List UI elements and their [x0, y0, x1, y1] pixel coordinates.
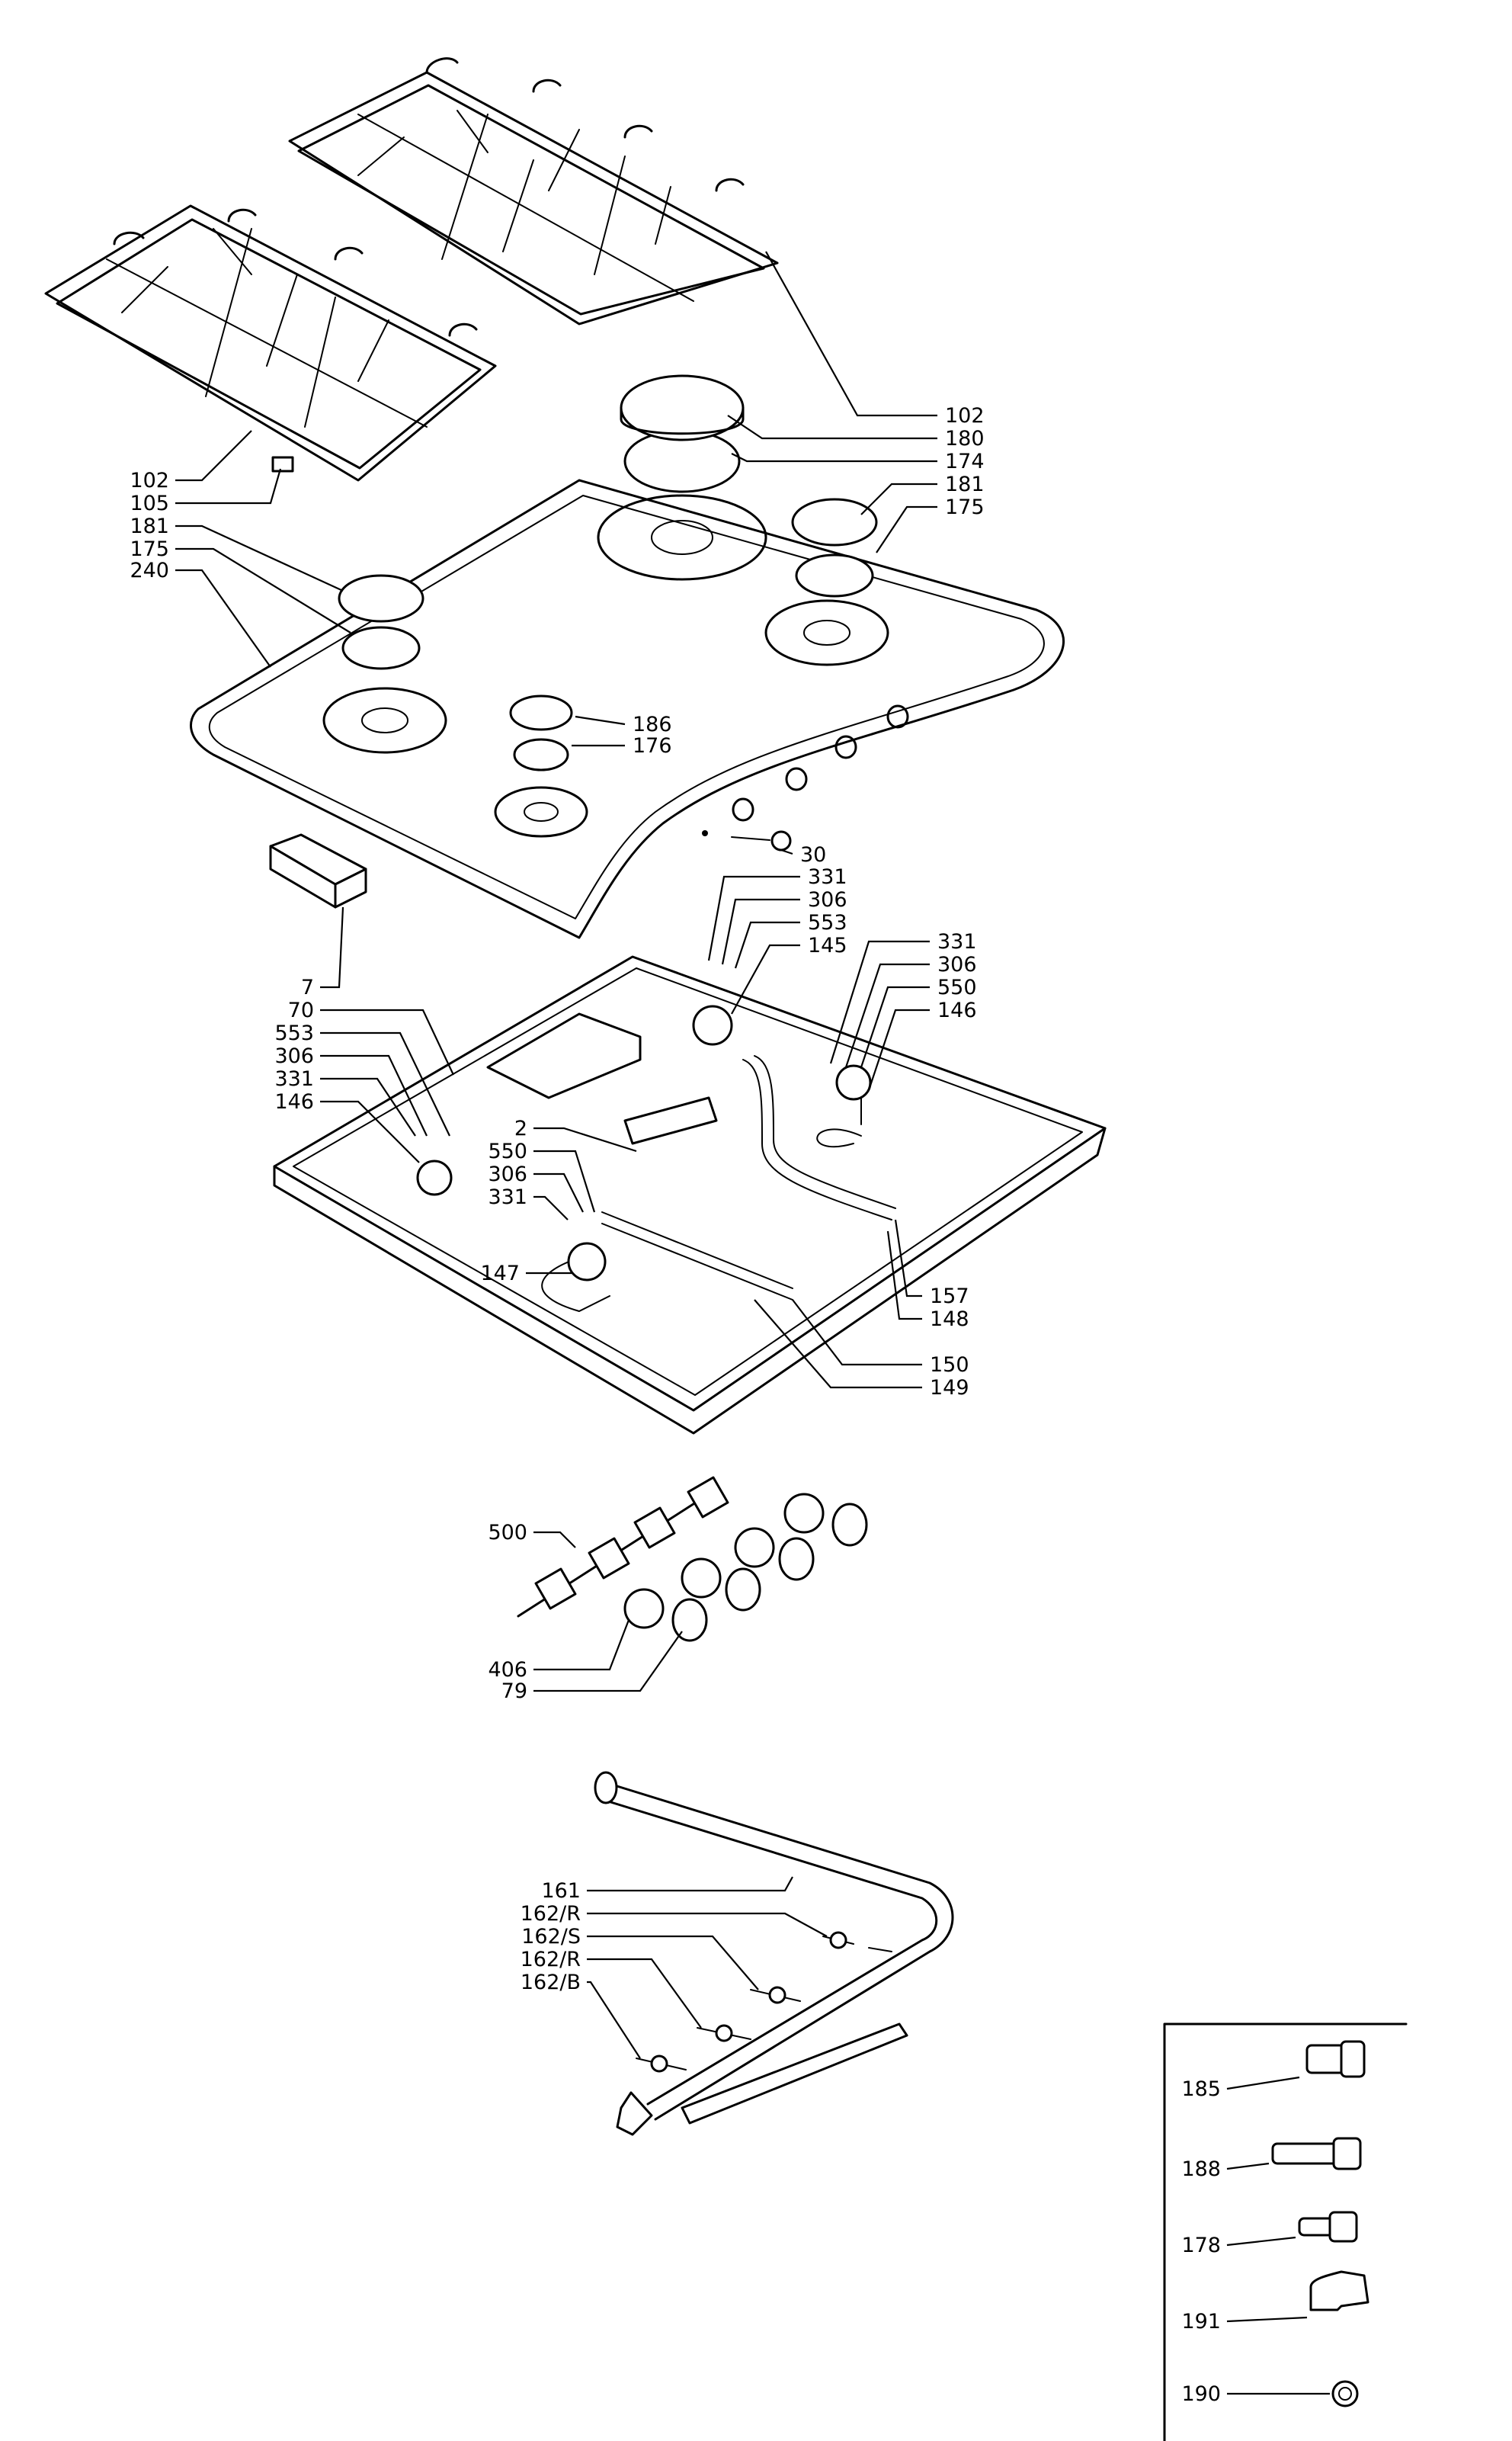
- label-146: 146: [937, 999, 977, 1022]
- label-186: 186: [633, 713, 672, 736]
- label-331: 331: [488, 1185, 527, 1209]
- knob-hole: [785, 767, 808, 791]
- knob-hole: [886, 704, 909, 729]
- label-306: 306: [937, 953, 977, 977]
- fitting-185: [1305, 2040, 1366, 2078]
- label-553: 553: [808, 911, 847, 935]
- label-149: 149: [930, 1376, 969, 1400]
- label-145: 145: [808, 934, 847, 957]
- label-147: 147: [480, 1262, 520, 1285]
- ignition-unit: [269, 833, 367, 909]
- label-181: 181: [945, 473, 985, 496]
- label-157: 157: [930, 1285, 969, 1308]
- label-175: 175: [945, 496, 985, 519]
- label-148: 148: [930, 1307, 969, 1331]
- burner-left: [338, 574, 424, 670]
- label-306: 306: [488, 1163, 527, 1186]
- label-550: 550: [937, 976, 977, 999]
- label-161: 161: [541, 1879, 581, 1903]
- label-331: 331: [937, 930, 977, 954]
- label-146: 146: [274, 1090, 314, 1114]
- label-174: 174: [945, 450, 985, 473]
- label-79: 79: [501, 1679, 527, 1703]
- spark-plug-part: [731, 830, 792, 852]
- label-178: 178: [1181, 2234, 1221, 2257]
- label-105: 105: [130, 492, 169, 515]
- label-30: 30: [800, 843, 826, 867]
- connector-inset-panel: [1163, 2022, 1408, 2441]
- rubber-foot: [271, 456, 294, 473]
- burner-rear-right: [791, 498, 878, 598]
- label-181: 181: [130, 515, 169, 538]
- knob-hole: [834, 735, 857, 759]
- label-191: 191: [1181, 2310, 1221, 2334]
- label-70: 70: [288, 999, 314, 1022]
- control-assembly: [517, 1476, 868, 1642]
- label-331: 331: [808, 865, 847, 889]
- label-150: 150: [930, 1353, 969, 1377]
- label-102: 102: [130, 469, 169, 492]
- label-7: 7: [301, 976, 314, 999]
- elbow-fitting-191: [1309, 2270, 1369, 2311]
- label-190: 190: [1181, 2382, 1221, 2406]
- label-553: 553: [274, 1022, 314, 1045]
- pan-support-right: [288, 57, 779, 326]
- cover-70: [486, 1012, 642, 1099]
- part-labels: 102 180 174 181 175 102 105 181 175 240 …: [130, 404, 1221, 2406]
- burner-large: [620, 374, 745, 493]
- label-175: 175: [130, 537, 169, 561]
- pan-support-left: [44, 204, 497, 482]
- label-162-b: 162/B: [521, 1971, 581, 1994]
- label-162-s: 162/S: [521, 1925, 581, 1949]
- label-176: 176: [633, 734, 672, 758]
- burner-small: [509, 694, 573, 771]
- label-102: 102: [945, 404, 985, 428]
- hob-top-plate: [189, 479, 1065, 939]
- label-240: 240: [130, 559, 169, 582]
- label-406: 406: [488, 1658, 527, 1682]
- label-500: 500: [488, 1521, 527, 1544]
- hob-bottom-tray: [273, 955, 1107, 1435]
- gas-ramp: [594, 1771, 954, 2136]
- label-550: 550: [488, 1140, 527, 1163]
- label-331: 331: [274, 1067, 314, 1091]
- leader-lines: [175, 251, 1330, 2395]
- fitting-188: [1271, 2137, 1362, 2170]
- label-162-r: 162/R: [521, 1948, 581, 1971]
- label-185: 185: [1181, 2077, 1221, 2101]
- knob-hole: [732, 797, 754, 822]
- label-2: 2: [514, 1117, 527, 1140]
- label-180: 180: [945, 427, 985, 451]
- label-188: 188: [1181, 2157, 1221, 2181]
- label-162-r: 162/R: [521, 1902, 581, 1926]
- washer-190: [1331, 2380, 1359, 2407]
- label-306: 306: [274, 1044, 314, 1068]
- fitting-178: [1298, 2211, 1358, 2243]
- box-2: [623, 1096, 718, 1145]
- label-306: 306: [808, 888, 847, 912]
